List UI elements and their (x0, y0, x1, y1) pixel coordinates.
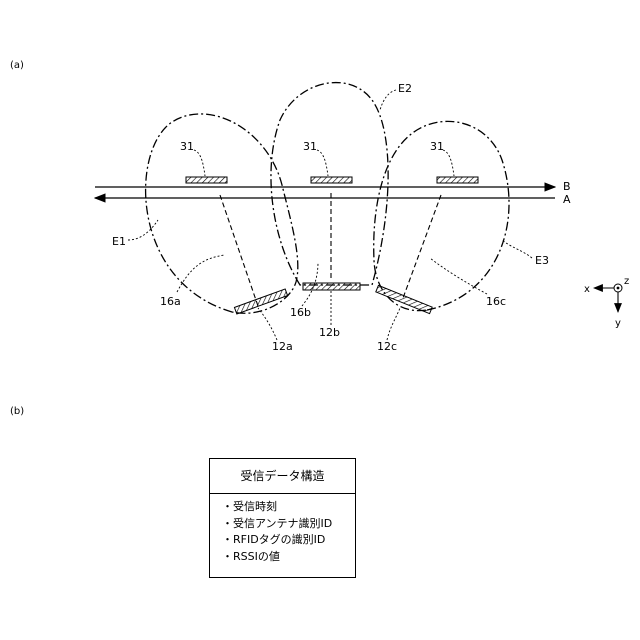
antenna-label-c: 12c (377, 340, 397, 353)
antenna-b (303, 283, 360, 290)
leader-zone-e2 (380, 90, 396, 110)
x-axis-label: x (584, 284, 590, 295)
tag-label-b: 31 (303, 140, 317, 153)
zone-label-e1: E1 (112, 235, 126, 248)
rfid-tag-a (186, 177, 227, 183)
y-axis-label: y (615, 318, 621, 329)
leader-tag-c (443, 150, 454, 176)
structure-field: ・RFIDタグの識別ID (222, 532, 355, 549)
zone-label-e3: E3 (535, 254, 549, 267)
structure-field: ・受信アンテナ識別ID (222, 516, 355, 533)
leader-tag-a (194, 150, 205, 176)
structure-title: 受信データ構造 (210, 459, 355, 494)
beam-label-b: 16b (290, 306, 311, 319)
antenna-label-a: 12a (272, 340, 293, 353)
beam-axis-a (220, 195, 258, 306)
z-axis-label: z (624, 276, 629, 287)
antenna-c (376, 285, 432, 313)
z-axis-dot (617, 287, 620, 290)
structure-field: ・RSSIの値 (222, 549, 355, 566)
leader-zone-e3 (502, 240, 532, 258)
structure-field: ・受信時刻 (222, 499, 355, 516)
zone-label-e2: E2 (398, 82, 412, 95)
axes-indicator: x y z (584, 276, 629, 329)
tag-label-a: 31 (180, 140, 194, 153)
panel-label-b: (b) (10, 406, 24, 417)
leader-antenna-c (387, 308, 400, 340)
panel-label-a: (a) (10, 60, 24, 71)
received-data-structure-box: 受信データ構造 ・受信時刻 ・受信アンテナ識別ID ・RFIDタグの識別ID ・… (209, 458, 356, 578)
leader-beam-c (430, 258, 487, 294)
beam-label-c: 16c (486, 295, 506, 308)
beam-label-a: 16a (160, 295, 181, 308)
route-label-b: B (563, 180, 571, 193)
leader-beam-a (177, 255, 225, 292)
leader-tag-b (317, 150, 328, 176)
rfid-tag-c (437, 177, 478, 183)
structure-field-list: ・受信時刻 ・受信アンテナ識別ID ・RFIDタグの識別ID ・RSSIの値 (210, 494, 355, 565)
leader-antenna-a (258, 308, 277, 340)
beam-axis-c (403, 195, 441, 298)
antenna-label-b: 12b (319, 326, 340, 339)
leader-zone-e1 (128, 220, 158, 240)
reading-zone-e1 (146, 114, 298, 313)
reading-zone-e2 (271, 83, 388, 285)
antenna-a (234, 289, 287, 314)
tag-label-c: 31 (430, 140, 444, 153)
rfid-tag-b (311, 177, 352, 183)
route-label-a: A (563, 193, 571, 206)
